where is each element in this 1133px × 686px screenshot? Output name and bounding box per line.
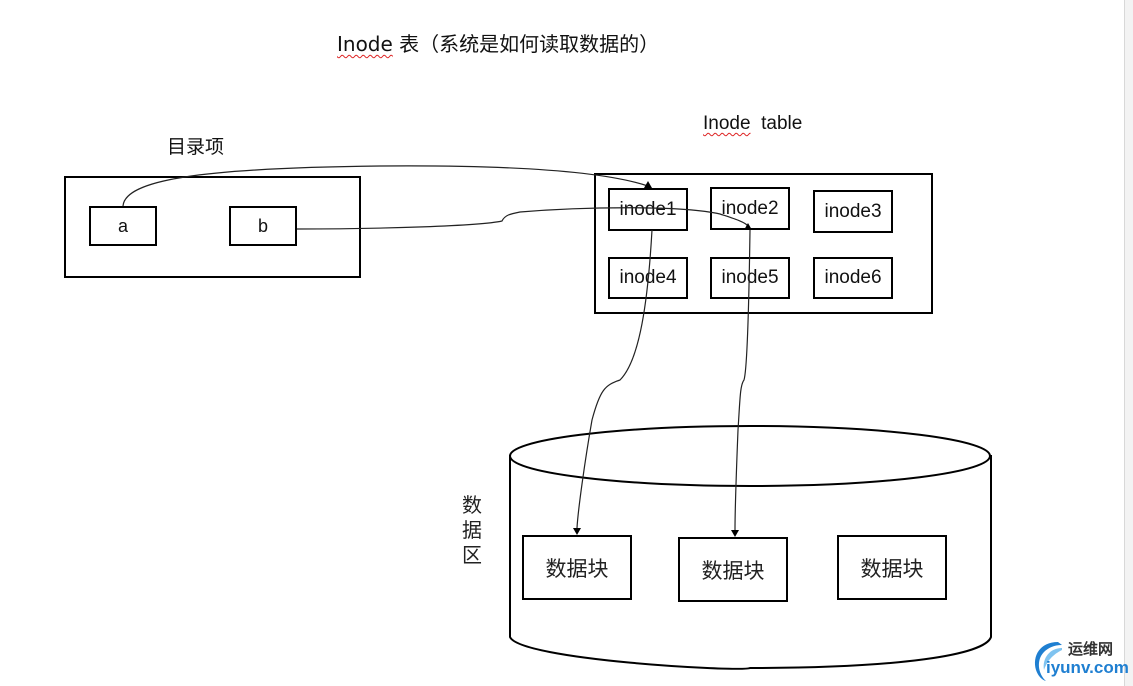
watermark-en: iyunv.com [1046,658,1129,677]
data-area-label-char: 区 [462,543,482,567]
link-b-to-inode2 [296,207,749,230]
inode-table-label: Inode table [703,113,802,135]
inode-cell-3: inode3 [813,190,893,233]
cylinder-top [509,425,991,487]
directory-entry-a: a [89,206,157,246]
directory-entry-b: b [229,206,297,246]
directory-container [64,176,361,278]
arrowhead-block2 [731,530,739,537]
directory-label: 目录项 [167,136,225,158]
watermark-swoosh-icon [1034,642,1062,681]
title-text: 表（系统是如何读取数据的） [392,32,660,56]
data-block-3: 数据块 [837,535,947,600]
arrowhead-inode2 [744,223,752,230]
data-area-label-char: 据 [462,518,482,542]
data-block-1: 数据块 [522,535,632,600]
watermark-cn: 运维网 [1068,640,1114,658]
diagram-title: Inode 表（系统是如何读取数据的） [337,28,659,57]
title-word-spellcheck: Inode [337,32,393,56]
inode-cell-6: inode6 [813,257,893,299]
inode-table-label-rest: table [750,113,803,134]
data-block-2: 数据块 [678,537,788,602]
page-gutter [1125,0,1133,686]
page-edge [1124,0,1125,686]
arrowhead-block1 [573,528,581,535]
watermark-logo: 运维网 iyunv.com [1028,636,1132,682]
inode-table-container [594,173,933,314]
link-a-to-inode1 [122,165,649,207]
data-area-label: 数 据 区 [459,493,485,568]
inode-table-label-word: Inode [703,113,751,134]
link-inode1-to-block1 [576,229,653,529]
arrowhead-inode1 [644,181,652,188]
link-inode2-to-block2 [734,229,751,531]
data-area-label-char: 数 [462,493,482,517]
